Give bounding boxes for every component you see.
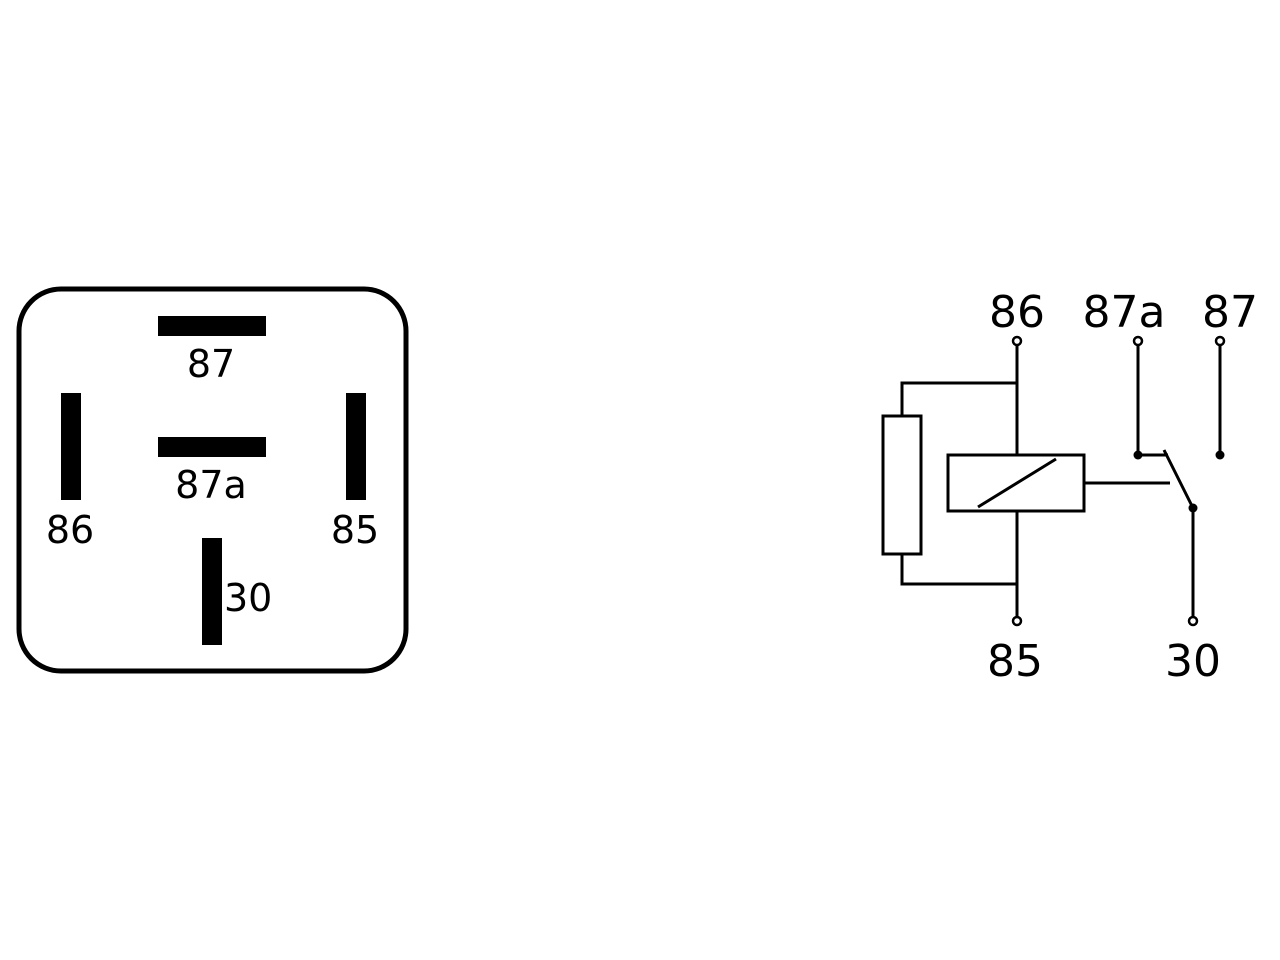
pin-30-blade [202,538,222,645]
terminal-87-label: 87 [1202,287,1258,338]
terminal-86-label: 86 [989,287,1045,338]
resistor-symbol [881,414,923,556]
terminal-87-circle [1214,335,1226,347]
terminal-30-label: 30 [1165,636,1221,687]
terminal-87a-label: 87a [1083,287,1166,338]
pin-86-blade [61,393,81,500]
pin-87-label: 87 [187,342,235,386]
pin-85-blade [346,393,366,500]
pin-87a-label: 87a [175,463,247,507]
pin-85-label: 85 [331,508,379,552]
pin-87-blade [158,316,266,336]
terminal-86-circle [1011,335,1023,347]
resistor-bottom-wire [900,554,1017,586]
pin-87a-blade [158,437,266,457]
terminal-30-circle [1187,615,1199,627]
relay-schematic: 86 87a 87 85 30 [881,287,1258,687]
terminal-87a-circle [1132,335,1144,347]
contact-87a-point [1133,450,1143,460]
resistor-top-wire [900,381,1017,416]
terminal-85-circle [1011,615,1023,627]
terminal-85-label: 85 [987,636,1043,687]
relay-footprint: 87 87a 86 85 30 [16,286,409,674]
relay-coil-diagonal [977,457,1057,509]
relay-housing-outline [16,286,409,674]
contact-87-point [1215,450,1225,460]
pin-86-label: 86 [46,508,94,552]
pin-30-label: 30 [224,576,272,620]
switch-blade [1162,449,1195,509]
